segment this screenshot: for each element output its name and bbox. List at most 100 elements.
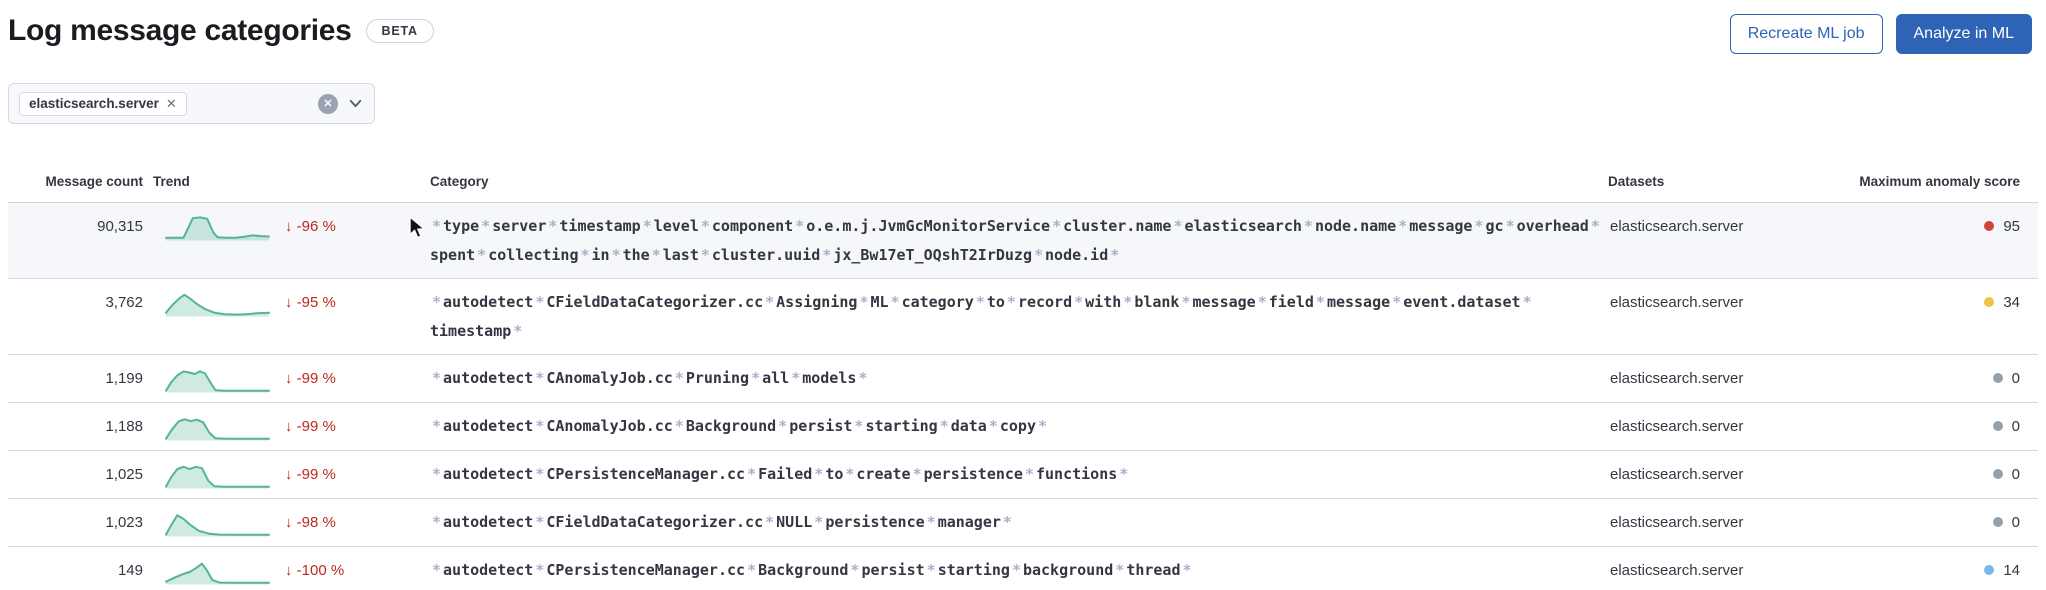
trend-change: ↓ -99 %: [285, 370, 336, 387]
category-separator: *: [432, 417, 442, 435]
analyze-in-ml-button[interactable]: Analyze in ML: [1895, 14, 2032, 54]
clear-filter-icon[interactable]: ✕: [318, 93, 338, 114]
table-row[interactable]: 1,188↓ -99 %*autodetect*CAnomalyJob.cc*B…: [8, 403, 2038, 451]
recreate-ml-job-button[interactable]: Recreate ML job: [1729, 14, 1883, 54]
category-separator: *: [1002, 513, 1012, 531]
category-separator: *: [432, 369, 442, 387]
category-separator: *: [747, 465, 757, 483]
category-separator: *: [1522, 293, 1532, 311]
category-token: starting: [937, 561, 1010, 579]
category-cell[interactable]: *autodetect*CFieldDataCategorizer.cc*Ass…: [430, 279, 1608, 355]
column-header-datasets: Datasets: [1608, 162, 1838, 203]
anomaly-score-value: 0: [2011, 370, 2020, 387]
category-token: starting: [865, 417, 938, 435]
category-separator: *: [432, 293, 442, 311]
trend-change: ↓ -98 %: [285, 514, 336, 531]
table-row[interactable]: 90,315↓ -96 %*type*server*timestamp*leve…: [8, 202, 2038, 279]
category-token: timestamp: [559, 217, 641, 235]
category-separator: *: [535, 369, 545, 387]
category-separator: *: [1034, 246, 1044, 264]
category-separator: *: [1182, 561, 1192, 579]
combo-controls: ✕: [318, 93, 364, 114]
table-row[interactable]: 1,025↓ -99 %*autodetect*CPersistenceMana…: [8, 451, 2038, 499]
anomaly-score-dot: [1984, 296, 1995, 307]
category-token: copy: [999, 417, 1036, 435]
category-separator: *: [912, 465, 922, 483]
trend-cell: [153, 499, 273, 547]
category-separator: *: [548, 217, 558, 235]
category-token: component: [711, 217, 794, 235]
category-token: message: [1409, 217, 1473, 235]
trend-cell: [153, 547, 273, 590]
title-wrap: Log message categories BETA: [8, 14, 434, 48]
category-separator: *: [611, 246, 621, 264]
category-token: background: [1022, 561, 1114, 579]
category-separator: *: [1181, 293, 1191, 311]
category-token: Pruning: [685, 369, 750, 387]
trend-sparkline: [165, 293, 270, 317]
category-token: autodetect: [443, 513, 534, 531]
category-token: in: [591, 246, 610, 264]
dataset-cell: elasticsearch.server: [1608, 203, 1838, 279]
dataset-label: elasticsearch.server: [1610, 562, 1744, 579]
category-separator: *: [651, 246, 661, 264]
column-header-trend: Trend: [153, 162, 273, 203]
category-cell[interactable]: *autodetect*CAnomalyJob.cc*Pruning*all*m…: [430, 355, 1608, 403]
dataset-filter-combobox[interactable]: elasticsearch.server ✕ ✕: [8, 83, 375, 124]
dataset-cell: elasticsearch.server: [1608, 279, 1838, 355]
category-token: with: [1085, 293, 1122, 311]
trend-change: ↓ -100 %: [285, 562, 345, 579]
dataset-cell: elasticsearch.server: [1608, 451, 1838, 499]
dataset-label: elasticsearch.server: [1610, 370, 1744, 387]
message-count-cell: 1,023: [8, 499, 153, 547]
category-separator: *: [1110, 246, 1120, 264]
category-separator: *: [580, 246, 590, 264]
trend-change: ↓ -95 %: [285, 294, 336, 311]
category-token: Failed: [758, 465, 813, 483]
category-separator: *: [535, 513, 545, 531]
dataset-cell: elasticsearch.server: [1608, 355, 1838, 403]
category-separator: *: [1257, 293, 1267, 311]
category-separator: *: [890, 293, 900, 311]
category-separator: *: [791, 369, 801, 387]
category-cell[interactable]: *autodetect*CPersistenceManager.cc*Faile…: [430, 451, 1608, 499]
category-token: thread: [1126, 561, 1181, 579]
category-separator: *: [1590, 217, 1600, 235]
category-token: node.name: [1314, 217, 1397, 235]
category-cell[interactable]: *autodetect*CFieldDataCategorizer.cc*NUL…: [430, 499, 1608, 547]
category-separator: *: [795, 217, 805, 235]
dataset-label: elasticsearch.server: [1610, 514, 1744, 531]
category-cell[interactable]: *autodetect*CPersistenceManager.cc*Backg…: [430, 547, 1608, 590]
category-token: the: [622, 246, 650, 264]
category-token: blank: [1134, 293, 1180, 311]
category-cell[interactable]: *type*server*timestamp*level*component*o…: [430, 203, 1608, 279]
column-header-message-count: Message count: [8, 162, 153, 203]
column-header-max-anomaly-score: Maximum anomaly score: [1838, 162, 2038, 203]
table-row[interactable]: 1,023 ↓ -98 % *autodetect*CFieldDataCatego…: [8, 499, 2038, 547]
filter-tag-elasticsearch-server[interactable]: elasticsearch.server ✕: [19, 91, 187, 116]
category-token: autodetect: [443, 369, 534, 387]
trend-sparkline: [165, 370, 270, 393]
chevron-down-icon[interactable]: [347, 95, 364, 112]
category-token: node.id: [1045, 246, 1109, 264]
category-separator: *: [513, 322, 523, 340]
category-cell[interactable]: *autodetect*CAnomalyJob.cc*Background*pe…: [430, 403, 1608, 451]
anomaly-score-dot: [1992, 420, 2003, 431]
table-row[interactable]: 149↓ -100 %*autodetect*CPersistenceManag…: [8, 547, 2038, 590]
category-token: elasticsearch: [1184, 217, 1302, 235]
filter-tag-remove-icon[interactable]: ✕: [165, 95, 177, 111]
table-row[interactable]: 3,762↓ -95 %*autodetect*CFieldDataCatego…: [8, 279, 2038, 355]
category-separator: *: [642, 217, 652, 235]
category-token: ML: [870, 293, 889, 311]
category-separator: *: [1115, 561, 1125, 579]
category-token: CPersistenceManager.cc: [546, 561, 746, 579]
message-count: 1,199: [105, 370, 143, 387]
trend-sparkline: [165, 216, 270, 241]
message-count: 1,025: [105, 466, 143, 483]
dataset-cell: elasticsearch.server: [1608, 547, 1838, 590]
category-separator: *: [1505, 217, 1515, 235]
category-token: cluster.name: [1063, 217, 1172, 235]
category-token: autodetect: [443, 465, 534, 483]
table-header-row: Message count Trend Category Datasets Ma…: [8, 162, 2038, 203]
table-row[interactable]: 1,199↓ -99 %*autodetect*CAnomalyJob.cc*P…: [8, 355, 2038, 403]
